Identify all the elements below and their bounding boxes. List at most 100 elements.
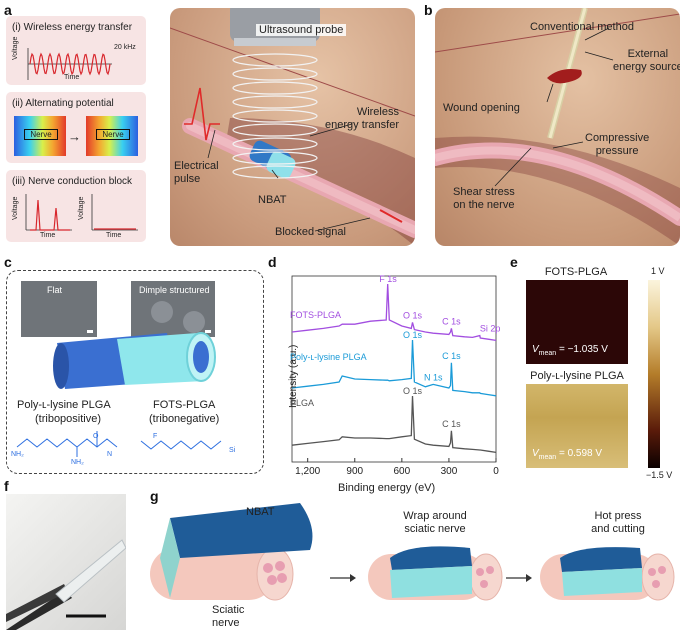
kpfm-top-title: FOTS-PLGA <box>544 266 608 278</box>
box3-xlabel-1: Time <box>40 232 56 239</box>
panel-label-c: c <box>4 254 12 270</box>
g-label-step2: Wrap around sciatic nerve <box>403 510 467 535</box>
xps-peak-label: F 1s <box>379 274 397 284</box>
label-wound-opening: Wound opening <box>443 102 520 114</box>
photo-nbat <box>6 494 127 630</box>
xps-peak-label: N 1s <box>424 372 443 382</box>
conventional-scene <box>435 8 680 246</box>
xps-x-tick-label: 300 <box>441 466 458 477</box>
sem-dimple-label: Dimple structured <box>139 285 210 295</box>
kpfm-colorbar <box>648 280 660 468</box>
left-material-type: (tribopositive) <box>35 413 102 425</box>
dimple-shape <box>183 311 205 333</box>
sem-flat-label: Flat <box>47 285 63 295</box>
xps-peak-label: Si 2p <box>480 324 501 334</box>
xps-x-tick-label: 900 <box>346 466 363 477</box>
xps-legend-fots: FOTS-PLGA <box>290 310 342 320</box>
scale-bar <box>87 330 93 333</box>
box3-ylabel-1: Voltage <box>12 196 19 220</box>
chem-f: F <box>153 433 158 440</box>
nbat-tube-illustration <box>53 332 216 389</box>
xps-peak-label: O 1s <box>403 310 423 320</box>
nerve-potential-map-1: Nerve <box>14 116 66 156</box>
box2-title: (ii) Alternating potential <box>12 98 114 109</box>
chem-nh2-a: NH₂ <box>11 451 24 458</box>
g-label-sciatic-nerve: Sciatic nerve <box>212 604 245 629</box>
panel-label-e: e <box>510 254 518 270</box>
right-material-name: FOTS-PLGA <box>153 399 216 411</box>
left-material-name: Poly-ʟ-lysine PLGA <box>17 399 111 411</box>
box-alternating-potential: (ii) Alternating potential Nerve → Nerve <box>6 92 146 163</box>
label-external-energy: External energy source <box>613 48 680 73</box>
label-blocked-signal: Blocked signal <box>275 226 346 238</box>
xps-series-line <box>291 283 497 342</box>
chemical-structures <box>16 431 222 457</box>
chem-n: N <box>107 451 113 458</box>
box1-xlabel: Time <box>64 74 80 81</box>
chem-si: Si <box>229 447 236 454</box>
xps-peak-label: C 1s <box>442 316 461 326</box>
kpfm-top-vmean: Vmean = −1.035 V <box>532 344 608 357</box>
right-material-type: (tribonegative) <box>149 413 220 425</box>
panel-label-b: b <box>424 2 433 18</box>
kpfm-fots-map: Vmean = −1.035 V <box>526 280 628 364</box>
illustration-conventional: Conventional method External energy sour… <box>435 8 680 246</box>
arrow-right-icon: → <box>68 129 81 144</box>
box-conduction-block: (iii) Nerve conduction block Voltage Tim… <box>6 170 146 242</box>
label-ultrasound-probe: Ultrasound probe <box>256 24 347 36</box>
label-compressive-pressure: Compressive pressure <box>585 132 650 157</box>
kpfm-bottom-title: Poly-ʟ-lysine PLGA <box>530 370 624 382</box>
conduction-block-plots <box>25 194 138 231</box>
sine-wave-plot <box>27 48 112 80</box>
sem-flat-image: Flat <box>21 281 97 337</box>
label-electrical-pulse: Electrical pulse <box>174 160 219 185</box>
box-wireless-energy: (i) Wireless energy transfer Voltage Tim… <box>6 16 146 85</box>
xps-peak-label: C 1s <box>442 351 461 361</box>
xps-xlabel: Binding energy (eV) <box>338 482 436 494</box>
nerve-label-2: Nerve <box>96 129 130 140</box>
dimple-shape <box>151 301 173 323</box>
box1-frequency: 20 kHz <box>114 44 136 51</box>
box3-ylabel-2: Voltage <box>78 196 85 220</box>
panel-label-g: g <box>150 488 159 504</box>
label-wireless-energy: Wireless energy transfer <box>325 106 399 131</box>
nerve-potential-map-2: Nerve <box>86 116 138 156</box>
nbat-wrapping-process <box>150 503 675 601</box>
xps-plot-frame <box>291 275 497 463</box>
chem-o: O <box>93 433 99 440</box>
xps-peak-label: O 1s <box>403 330 423 340</box>
kpfm-bottom-vmean: Vmean = 0.598 V <box>532 448 603 461</box>
colorbar-bottom-label: −1.5 V <box>646 470 673 480</box>
xps-legend-lysine: Poly-ʟ-lysine PLGA <box>290 352 367 362</box>
kpfm-lysine-map: Vmean = 0.598 V <box>526 384 628 468</box>
panel-label-f: f <box>4 478 9 494</box>
colorbar-top-label: 1 V <box>651 266 665 276</box>
xps-x-tick-label: 0 <box>493 466 499 477</box>
xps-peak-label: O 1s <box>403 386 423 396</box>
xps-legend-plga: PLGA <box>290 398 315 408</box>
panel-label-d: d <box>268 254 277 270</box>
scale-bar <box>205 330 211 333</box>
box3-title: (iii) Nerve conduction block <box>12 176 133 187</box>
xps-series-line <box>291 395 497 454</box>
label-conventional-method: Conventional method <box>530 21 634 33</box>
g-label-nbat: NBAT <box>246 506 275 518</box>
g-label-step3: Hot press and cutting <box>591 510 645 535</box>
xps-peak-label: C 1s <box>442 419 461 429</box>
nerve-label-1: Nerve <box>24 129 58 140</box>
box1-title: (i) Wireless energy transfer <box>12 22 133 33</box>
illustration-ultrasound: Ultrasound probe Wireless energy transfe… <box>170 8 415 246</box>
xps-x-tick-label: 600 <box>394 466 411 477</box>
sem-dimple-image: Dimple structured <box>131 281 215 337</box>
panel-label-a: a <box>4 2 12 18</box>
label-nbat: NBAT <box>258 194 287 206</box>
box3-xlabel-2: Time <box>106 232 122 239</box>
label-shear-stress: Shear stress on the nerve <box>453 186 515 211</box>
photo-nbat-scene <box>6 539 127 630</box>
panel-c-frame: Flat Dimple structured Poly-ʟ-lysine PLG… <box>6 270 264 474</box>
xps-x-tick-label: 1,200 <box>295 466 320 477</box>
box1-ylabel: Voltage <box>12 36 19 60</box>
chem-nh2-b: NH₂ <box>71 459 84 466</box>
xps-series-line <box>291 339 497 397</box>
